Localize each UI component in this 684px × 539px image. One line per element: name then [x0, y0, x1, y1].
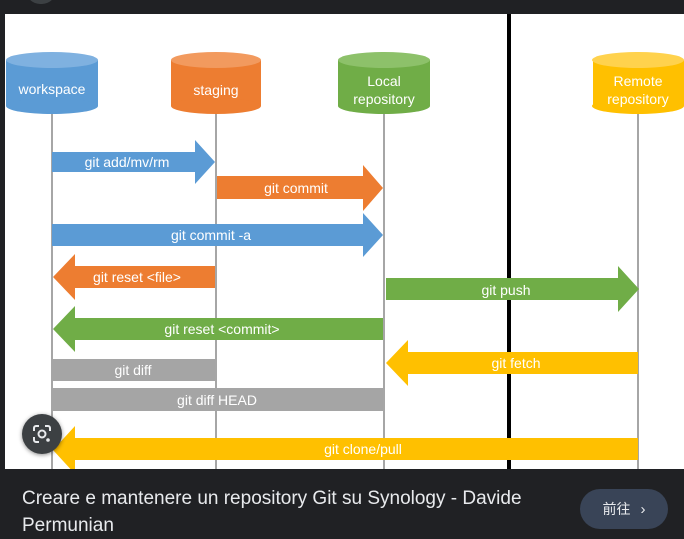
git-fetch-arrow: git fetch	[386, 340, 638, 386]
git-diff-head-bar: git diff HEAD	[52, 388, 383, 411]
remote-repository-node: Remote repository	[592, 52, 684, 114]
git-push-label: git push	[481, 282, 530, 298]
preview-image[interactable]: workspace staging Local repository Remot…	[5, 14, 684, 469]
chevron-right-icon: ›	[640, 500, 646, 518]
git-add-label: git add/mv/rm	[85, 154, 170, 170]
git-commit-arrow: git commit	[217, 165, 383, 211]
git-reset-commit-arrow: git reset <commit>	[53, 306, 383, 352]
git-push-arrow: git push	[386, 266, 639, 312]
avatar[interactable]	[26, 0, 56, 4]
local-label-line2: repository	[353, 91, 414, 107]
git-diff-bar: git diff	[52, 359, 215, 381]
local-label-line1: Local	[367, 73, 400, 89]
git-clone-pull-arrow: git clone/pull	[53, 426, 638, 469]
result-caption: Creare e mantenere un repository Git su …	[0, 469, 684, 538]
git-reset-file-arrow: git reset <file>	[53, 254, 215, 300]
workspace-node: workspace	[6, 52, 98, 114]
google-lens-icon	[33, 425, 51, 443]
git-commit-a-label: git commit -a	[171, 227, 251, 243]
git-diff-label: git diff	[114, 362, 151, 378]
remote-label-line2: repository	[607, 91, 668, 107]
staging-node: staging	[171, 52, 261, 114]
git-commit-a-arrow: git commit -a	[52, 213, 383, 257]
git-reset-commit-label: git reset <commit>	[164, 321, 279, 337]
git-clone-pull-label: git clone/pull	[324, 441, 402, 457]
google-lens-button[interactable]	[22, 414, 62, 454]
result-title[interactable]: Creare e mantenere un repository Git su …	[22, 488, 522, 536]
git-reset-file-label: git reset <file>	[93, 269, 181, 285]
remote-label-line1: Remote	[613, 73, 662, 89]
git-fetch-label: git fetch	[491, 355, 540, 371]
visit-button[interactable]: 前往 ›	[580, 489, 668, 529]
workspace-label: workspace	[18, 81, 86, 97]
top-strip	[0, 0, 684, 14]
git-diff-head-label: git diff HEAD	[177, 392, 257, 408]
local-repository-node: Local repository	[338, 52, 430, 114]
git-commit-label: git commit	[264, 180, 328, 196]
git-workflow-diagram: workspace staging Local repository Remot…	[6, 14, 684, 469]
staging-label: staging	[193, 82, 238, 98]
git-add-arrow: git add/mv/rm	[52, 140, 215, 184]
visit-label: 前往	[602, 501, 631, 517]
